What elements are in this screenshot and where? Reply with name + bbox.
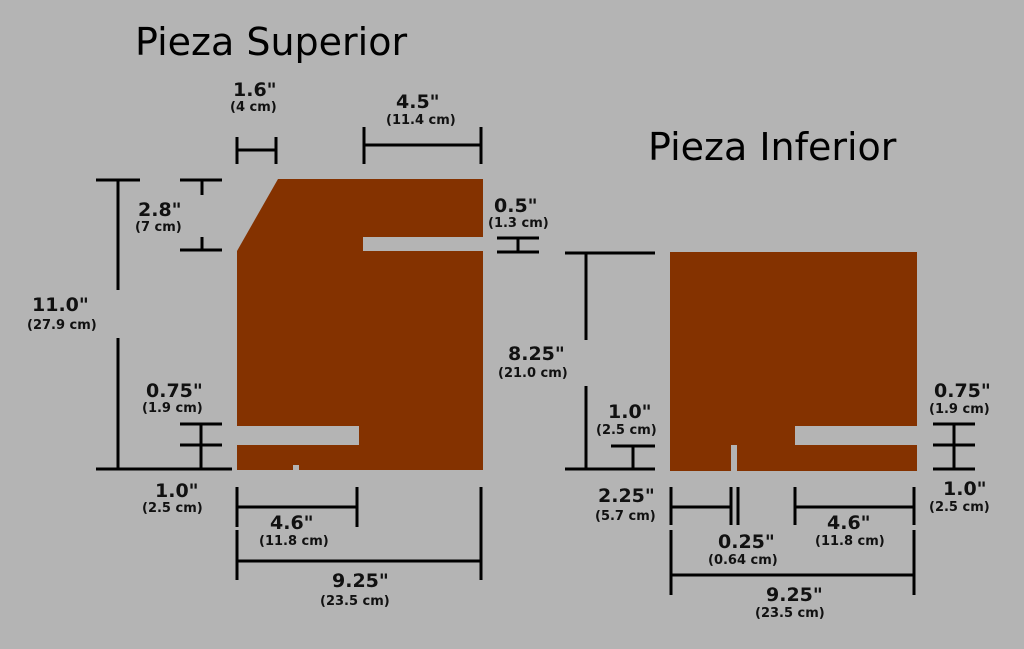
bottom-overall-height-label: 8.25": [508, 343, 565, 365]
bottom-notch-height-metric: (2.5 cm): [596, 423, 657, 438]
top-piece-dimension-lines: [96, 127, 539, 580]
top-overall-width-label: 9.25": [332, 570, 389, 592]
top-bottom-slot-offset-label: 1.0": [155, 480, 199, 502]
top-overall-height-label: 11.0": [32, 294, 89, 316]
top-bevel-width-metric: (4 cm): [230, 100, 277, 115]
bottom-notch-width-metric: (0.64 cm): [708, 553, 778, 568]
top-bottom-slot-length-label: 4.6": [270, 512, 314, 534]
bottom-slot-length-metric: (11.8 cm): [815, 534, 885, 549]
title-top-piece: Pieza Superior: [135, 20, 407, 64]
top-slot-width-metric: (1.3 cm): [488, 216, 549, 231]
bottom-slot-length-label: 4.6": [827, 512, 871, 534]
bottom-piece-shape: [670, 252, 917, 471]
bottom-slot-offset-label: 1.0": [943, 478, 987, 500]
top-slot-width-label: 0.5": [494, 195, 538, 217]
top-slot-length-metric: (11.4 cm): [386, 113, 456, 128]
top-bevel-width-label: 1.6": [233, 79, 277, 101]
bottom-overall-width-metric: (23.5 cm): [755, 606, 825, 621]
bottom-slot-offset-metric: (2.5 cm): [929, 500, 990, 515]
bottom-notch-offset-label: 2.25": [598, 485, 655, 507]
top-bottom-slot-length-metric: (11.8 cm): [259, 534, 329, 549]
bottom-notch-width-label: 0.25": [718, 531, 775, 553]
top-bottom-slot-width-label: 0.75": [146, 380, 203, 402]
top-piece-shape: [237, 179, 483, 470]
bottom-slot-width-metric: (1.9 cm): [929, 402, 990, 417]
bottom-slot-width-label: 0.75": [934, 380, 991, 402]
bottom-overall-width-label: 9.25": [766, 584, 823, 606]
top-bevel-height-metric: (7 cm): [135, 220, 182, 235]
bottom-piece-dimension-lines: [565, 251, 975, 595]
bottom-overall-height-metric: (21.0 cm): [498, 366, 568, 381]
bottom-notch-offset-metric: (5.7 cm): [595, 509, 656, 524]
title-bottom-piece: Pieza Inferior: [648, 125, 897, 169]
top-bottom-slot-offset-metric: (2.5 cm): [142, 501, 203, 516]
top-bevel-height-label: 2.8": [138, 199, 182, 221]
bottom-notch-height-label: 1.0": [608, 401, 652, 423]
top-overall-height-metric: (27.9 cm): [27, 318, 97, 333]
top-overall-width-metric: (23.5 cm): [320, 594, 390, 609]
top-bottom-slot-width-metric: (1.9 cm): [142, 401, 203, 416]
top-slot-length-label: 4.5": [396, 91, 440, 113]
